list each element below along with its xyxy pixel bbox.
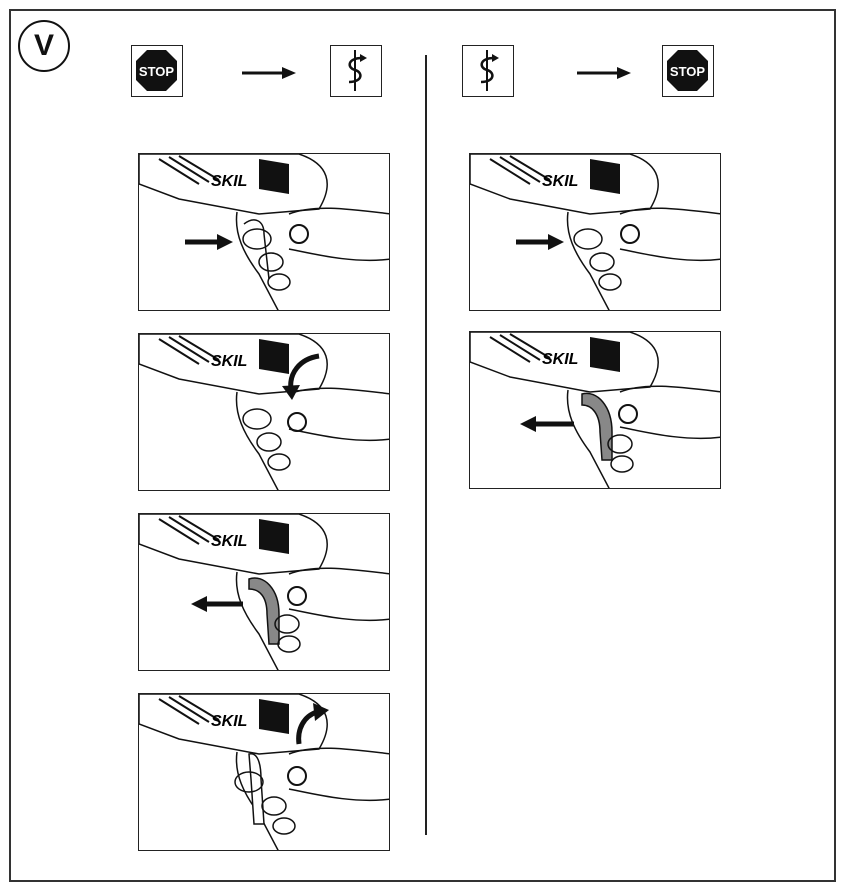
stop-label: STOP (670, 64, 705, 79)
step-panel-left-2: SKIL (138, 333, 390, 491)
arrow-right-icon (185, 234, 233, 250)
step-panel-right-2: SKIL (469, 331, 721, 489)
trigger (248, 577, 280, 645)
arrow-right-icon (516, 234, 564, 250)
rotation-icon (462, 45, 514, 97)
step-panel-left-1: SKIL (138, 153, 390, 311)
brand-logo: SKIL (211, 533, 247, 550)
arrow-right-icon (577, 67, 631, 79)
arrow-left-icon (520, 416, 574, 432)
section-badge: V (18, 20, 70, 72)
figure-frame (9, 9, 836, 882)
stop-sign-icon: STOP (662, 45, 714, 97)
stop-sign-icon: STOP (131, 45, 183, 97)
rotation-icon (330, 45, 382, 97)
arrow-right-icon (242, 67, 296, 79)
curved-arrow-down-icon (282, 353, 320, 400)
brand-logo: SKIL (542, 351, 578, 368)
step-panel-left-4: SKIL (138, 693, 390, 851)
curved-arrow-up-icon (296, 703, 329, 745)
step-panel-right-1: SKIL (469, 153, 721, 311)
brand-logo: SKIL (211, 173, 247, 190)
brand-logo: SKIL (211, 713, 247, 730)
column-divider (425, 55, 427, 835)
stop-label: STOP (139, 64, 174, 79)
arrow-left-icon (191, 596, 243, 612)
brand-logo: SKIL (542, 173, 578, 190)
trigger (581, 392, 613, 461)
step-panel-left-3: SKIL (138, 513, 390, 671)
brand-logo: SKIL (211, 353, 247, 370)
